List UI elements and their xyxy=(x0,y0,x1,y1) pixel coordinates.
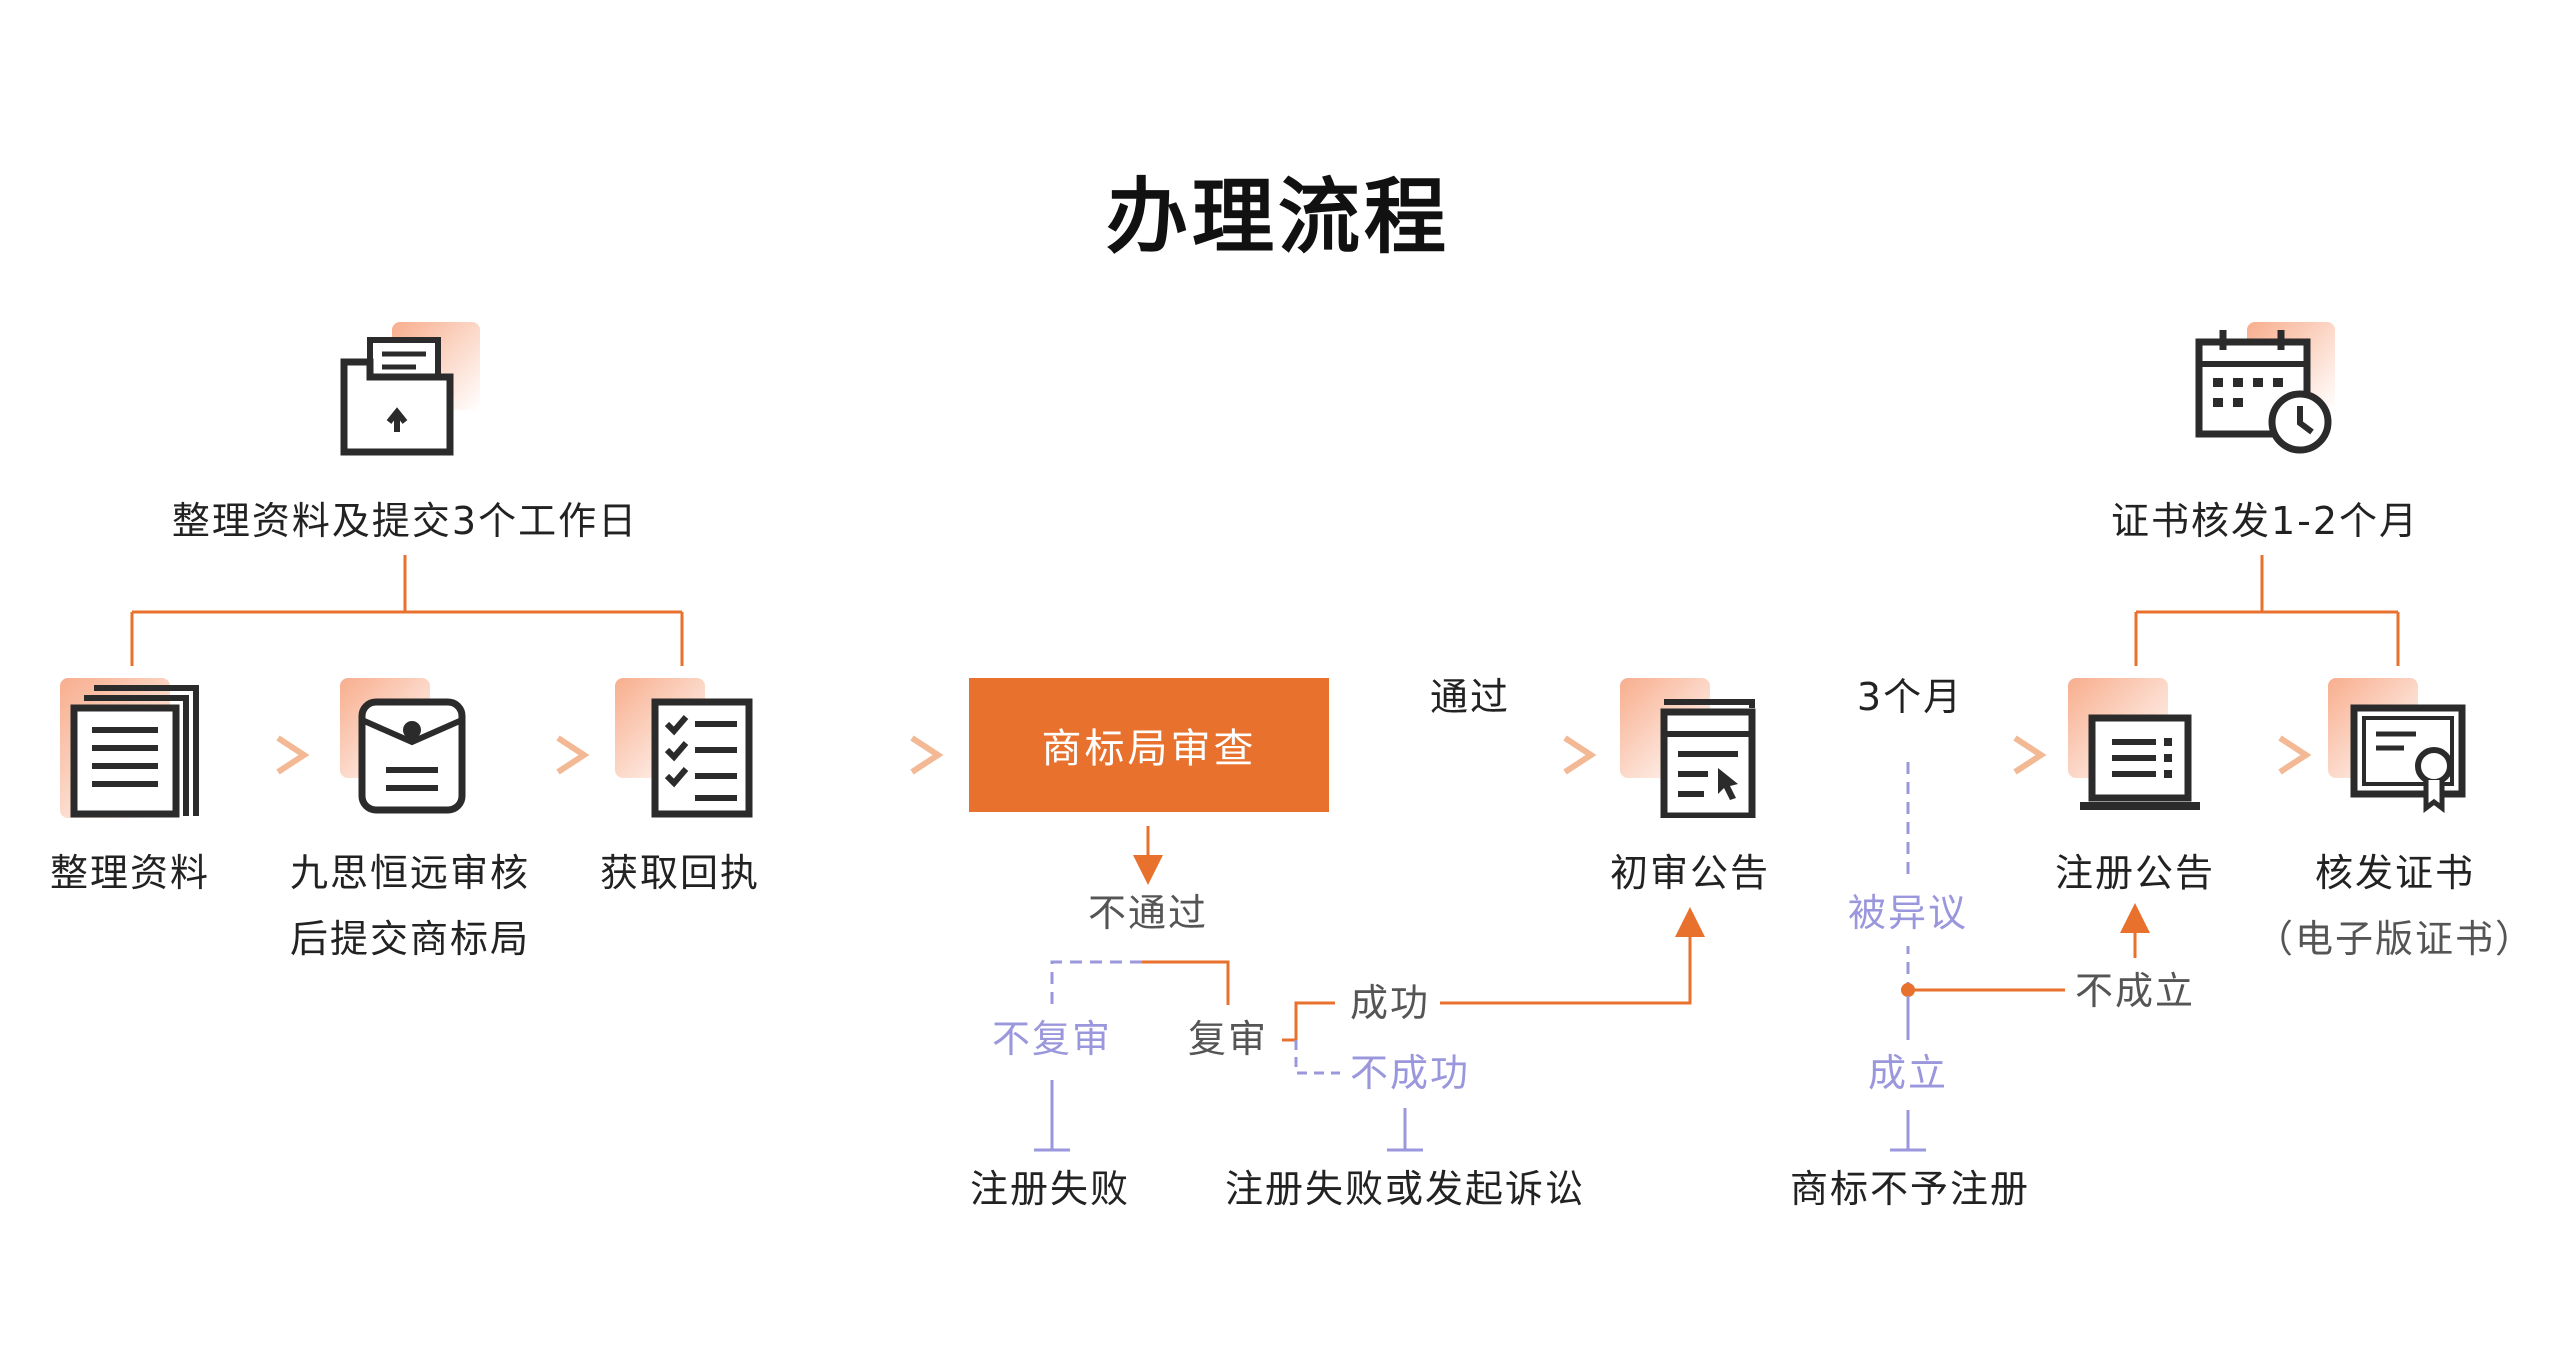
opposed-label: 被异议 xyxy=(1838,880,1978,946)
submit-group-label: 整理资料及提交3个工作日 xyxy=(171,499,639,543)
checklist-icon xyxy=(615,678,755,818)
not-registered-label: 商标不予注册 xyxy=(1789,1167,2030,1211)
calendar-clock-icon xyxy=(2195,322,2335,462)
cert-bracket xyxy=(2134,555,2400,666)
upload-folder-icon xyxy=(340,322,480,462)
three-months-label: 3个月 xyxy=(1856,675,1964,719)
submit-bracket xyxy=(130,555,684,666)
fail-label: 不通过 xyxy=(1087,891,1208,935)
issue-cert-label: 核发证书 xyxy=(2314,851,2475,895)
reg-failed-label: 注册失败 xyxy=(969,1167,1130,1211)
not-success-label: 不成功 xyxy=(1349,1051,1470,1095)
trademark-review-box: 商标局审查 xyxy=(969,678,1329,812)
cert-group-label: 证书核发1-2个月 xyxy=(2110,499,2420,543)
sealed-envelope-icon xyxy=(340,678,480,818)
reg-announce-label: 注册公告 xyxy=(2054,851,2215,895)
step2-label-line1: 九思恒远审核 xyxy=(289,851,530,895)
monitor-list-icon xyxy=(2068,678,2208,818)
documents-stack-icon xyxy=(60,678,200,818)
announce-label: 初审公告 xyxy=(1609,851,1770,895)
rereview-label: 复审 xyxy=(1187,1017,1268,1061)
step1-label: 整理资料 xyxy=(49,851,210,895)
established-label: 成立 xyxy=(1858,1040,1958,1106)
certificate-icon xyxy=(2328,678,2468,818)
issue-cert-sub-label: （电子版证书） xyxy=(2254,917,2535,961)
step3-label: 获取回执 xyxy=(599,851,760,895)
no-rereview-label: 不复审 xyxy=(991,1017,1112,1061)
pass-label: 通过 xyxy=(1429,675,1510,719)
announcement-document-icon xyxy=(1620,678,1760,818)
not-established-label: 不成立 xyxy=(2065,958,2205,1024)
reg-failed-lawsuit-label: 注册失败或发起诉讼 xyxy=(1224,1167,1585,1211)
step2-label-line2: 后提交商标局 xyxy=(289,917,530,961)
page-title: 办理流程 xyxy=(1105,170,1450,265)
success-label: 成功 xyxy=(1349,981,1430,1025)
flow-arrows xyxy=(228,735,2312,775)
